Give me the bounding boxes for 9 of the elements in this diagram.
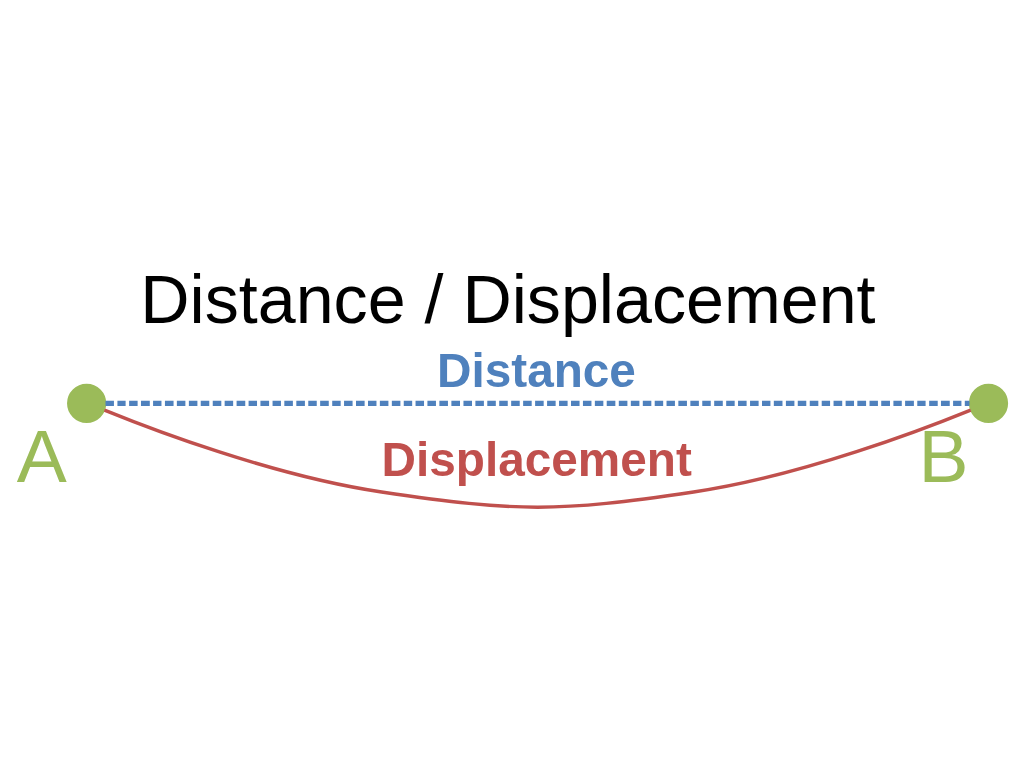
edge-label: Displacement [381,432,692,486]
node-label: B [918,413,969,498]
node-label: A [16,413,67,498]
node-circle [968,383,1009,423]
connector [105,400,970,406]
edge-label: Distance [436,343,636,397]
connector [103,407,972,509]
node-circle [67,383,107,423]
diagram-title: Distance / Displacement [140,260,876,337]
